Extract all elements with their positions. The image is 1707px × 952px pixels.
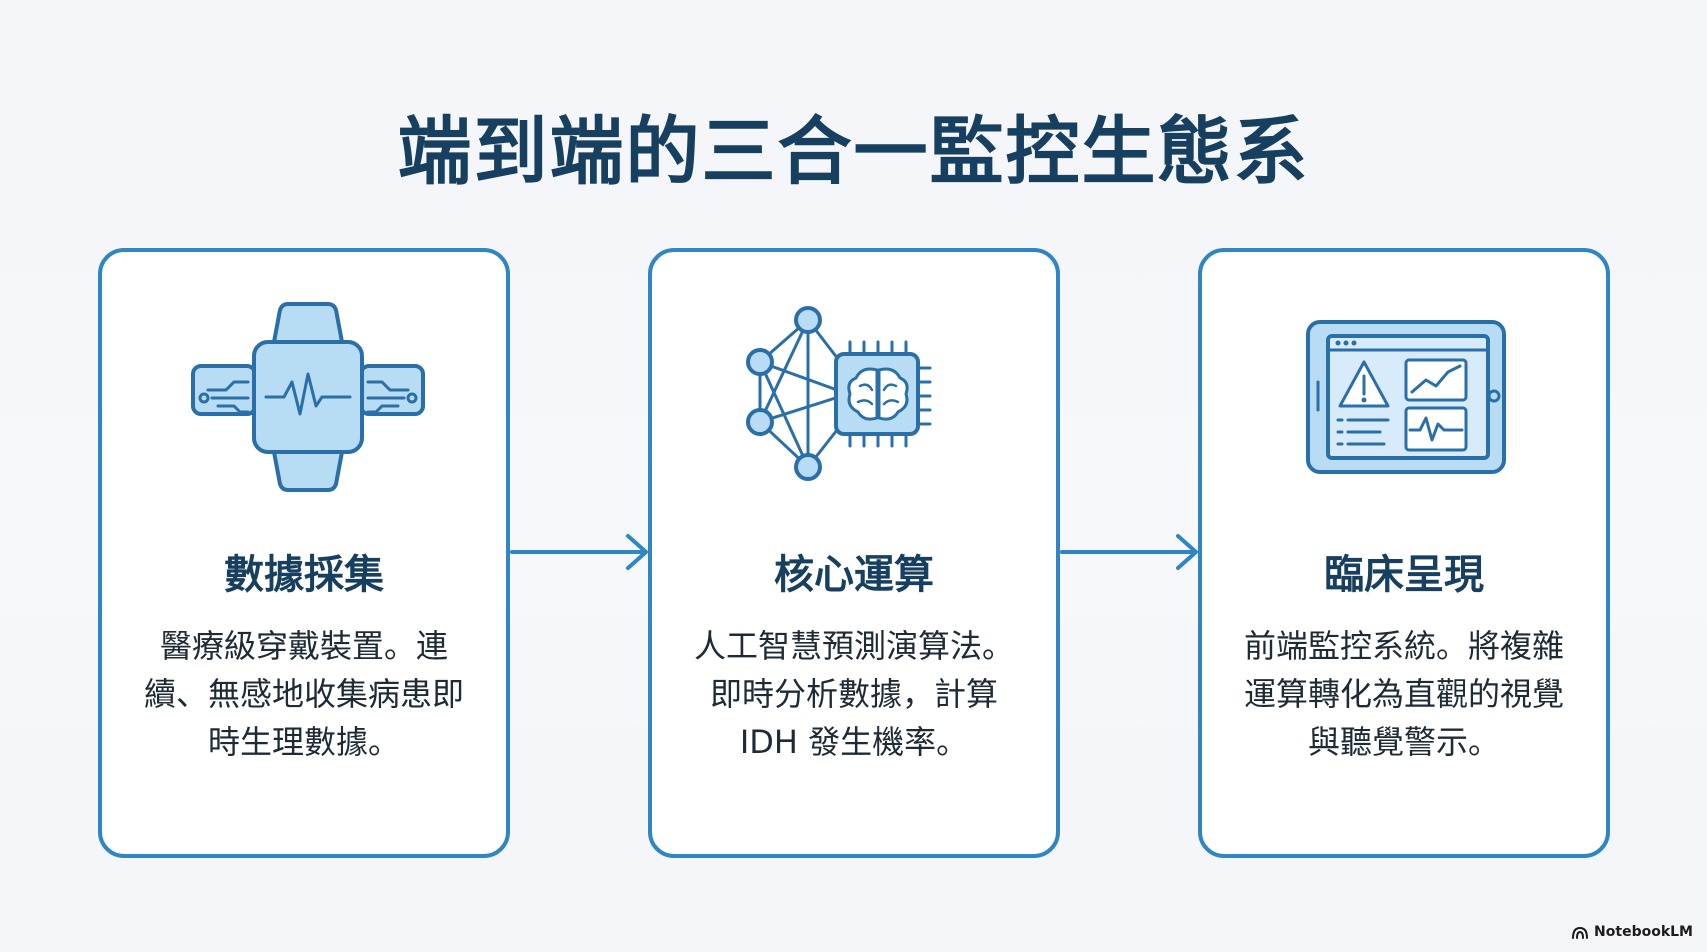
notebooklm-logo-icon [1572, 926, 1589, 939]
card-description: 前端監控系統。將複雜運算轉化為直觀的視覺與聽覺警示。 [1243, 627, 1564, 761]
card-clinical-display: 臨床呈現 前端監控系統。將複雜運算轉化為直觀的視覺與聽覺警示。 [1198, 248, 1610, 858]
page-title: 端到端的三合一監控生態系 [397, 109, 1310, 195]
card-title: 臨床呈現 [1324, 552, 1484, 598]
card-description: 人工智慧預測演算法。即時分析數據，計算 IDH 發生機率。 [693, 627, 1014, 761]
brand-label: NotebookLM [1594, 924, 1693, 940]
smartwatch-icon [191, 302, 425, 492]
card-data-collection: 數據採集 醫療級穿戴裝置。連續、無感地收集病患即時生理數據。 [98, 248, 510, 858]
ai-chip-network-icon [746, 306, 932, 481]
card-core-computing: 核心運算 人工智慧預測演算法。即時分析數據，計算 IDH 發生機率。 [648, 248, 1060, 858]
flow-arrow-right [510, 534, 648, 570]
monitor-dashboard-icon [1306, 320, 1506, 474]
flow-arrow-right [1060, 534, 1198, 570]
notebooklm-watermark: NotebookLM [1571, 924, 1693, 940]
card-description: 醫療級穿戴裝置。連續、無感地收集病患即時生理數據。 [143, 627, 464, 761]
card-title: 數據採集 [224, 552, 384, 598]
card-title: 核心運算 [774, 552, 934, 598]
